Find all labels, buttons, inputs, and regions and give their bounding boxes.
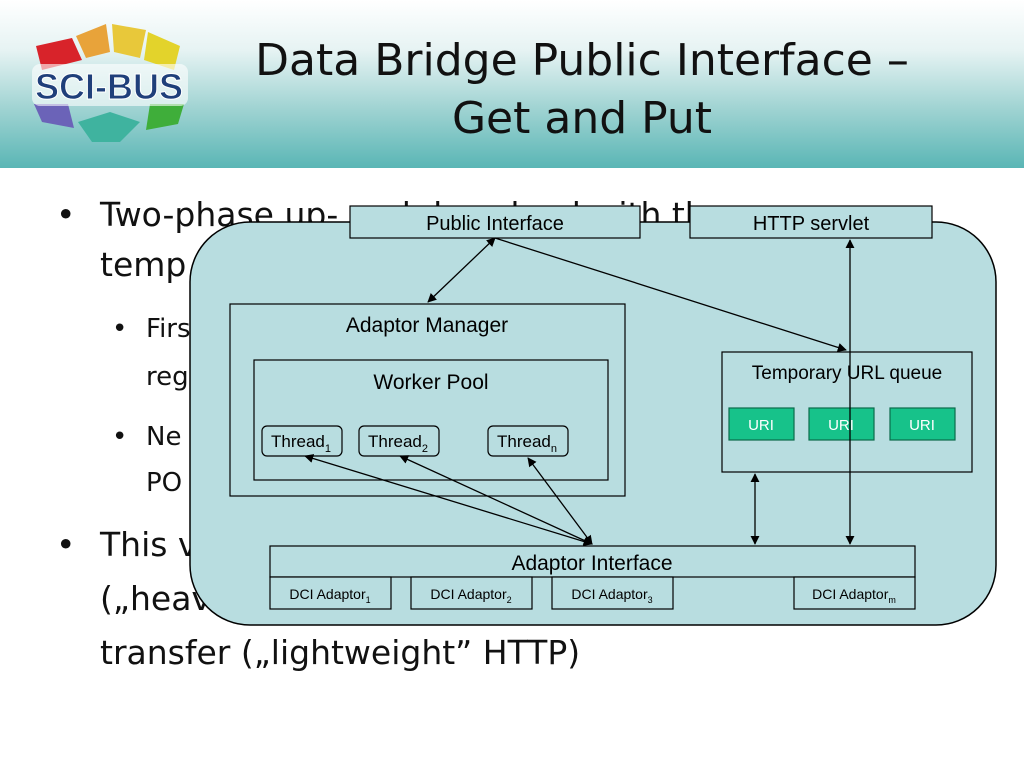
slide-title: Data Bridge Public Interface – Get and P… [200, 32, 964, 148]
arrow-threadn-to-interface [527, 457, 593, 545]
bullet-text-2: This v [100, 525, 198, 564]
sub-bullet-text-2-cont: PO [146, 468, 183, 498]
svg-text:DCI Adaptor2: DCI Adaptor2 [430, 586, 511, 605]
arrow-public-to-manager [427, 237, 496, 303]
uri-box-3: URI [889, 407, 956, 441]
bullet-dot: • [56, 525, 76, 564]
svg-text:Adaptor Interface: Adaptor Interface [511, 552, 672, 575]
thread-1: Thread1 [261, 425, 343, 457]
bullet-dot: • [56, 195, 76, 234]
public-interface-box: Public Interface [349, 205, 641, 239]
dci-adaptor-m: DCI Adaptorm [793, 576, 916, 610]
title-line-2: Get and Put [451, 93, 713, 144]
bullet-text-2-cont: („heav [100, 579, 211, 618]
bullet-text-2-cont2: transfer („lightweight” HTTP) [100, 633, 581, 672]
svg-text:DCI Adaptor3: DCI Adaptor3 [571, 586, 652, 605]
sub-bullet-text-1-cont: reg [146, 362, 189, 392]
thread-2: Thread2 [358, 425, 440, 457]
bullet-text-1-cont: temp [100, 245, 187, 284]
svg-text:Thread1: Thread1 [271, 432, 331, 455]
worker-pool-box: Worker Pool [253, 359, 609, 481]
sub-bullet-dot: • [112, 422, 128, 452]
svg-text:Threadn: Threadn [497, 432, 557, 455]
dci-adaptor-3: DCI Adaptor3 [551, 576, 674, 610]
svg-text:DCI Adaptorm: DCI Adaptorm [812, 586, 896, 605]
uri-box-1: URI [728, 407, 795, 441]
svg-text:Worker Pool: Worker Pool [373, 371, 488, 394]
uri-box-2: URI [808, 407, 875, 441]
svg-text:SCI-BUS: SCI-BUS [35, 66, 183, 107]
svg-text:Adaptor Manager: Adaptor Manager [346, 314, 508, 337]
svg-text:Thread2: Thread2 [368, 432, 428, 455]
thread-n: Threadn [487, 425, 569, 457]
dci-adaptor-1: DCI Adaptor1 [269, 576, 392, 610]
svg-text:URI: URI [748, 417, 774, 434]
arrow-public-to-queue [494, 237, 847, 352]
svg-text:DCI Adaptor1: DCI Adaptor1 [289, 586, 370, 605]
svg-text:HTTP servlet: HTTP servlet [753, 213, 870, 235]
svg-text:URI: URI [909, 417, 935, 434]
sub-bullet-dot: • [112, 314, 128, 344]
sci-bus-logo: SCI-BUS [32, 24, 188, 142]
dci-adaptor-2: DCI Adaptor2 [410, 576, 533, 610]
title-line-1: Data Bridge Public Interface – [255, 35, 909, 86]
sub-bullet-text-2: Ne [146, 422, 182, 452]
adaptor-interface-box: Adaptor Interface [269, 545, 916, 578]
svg-text:Public Interface: Public Interface [426, 213, 564, 235]
sub-bullet-text-1: Firs [146, 314, 191, 344]
svg-text:Temporary URL queue: Temporary URL queue [752, 363, 942, 384]
http-servlet-box: HTTP servlet [689, 205, 933, 239]
